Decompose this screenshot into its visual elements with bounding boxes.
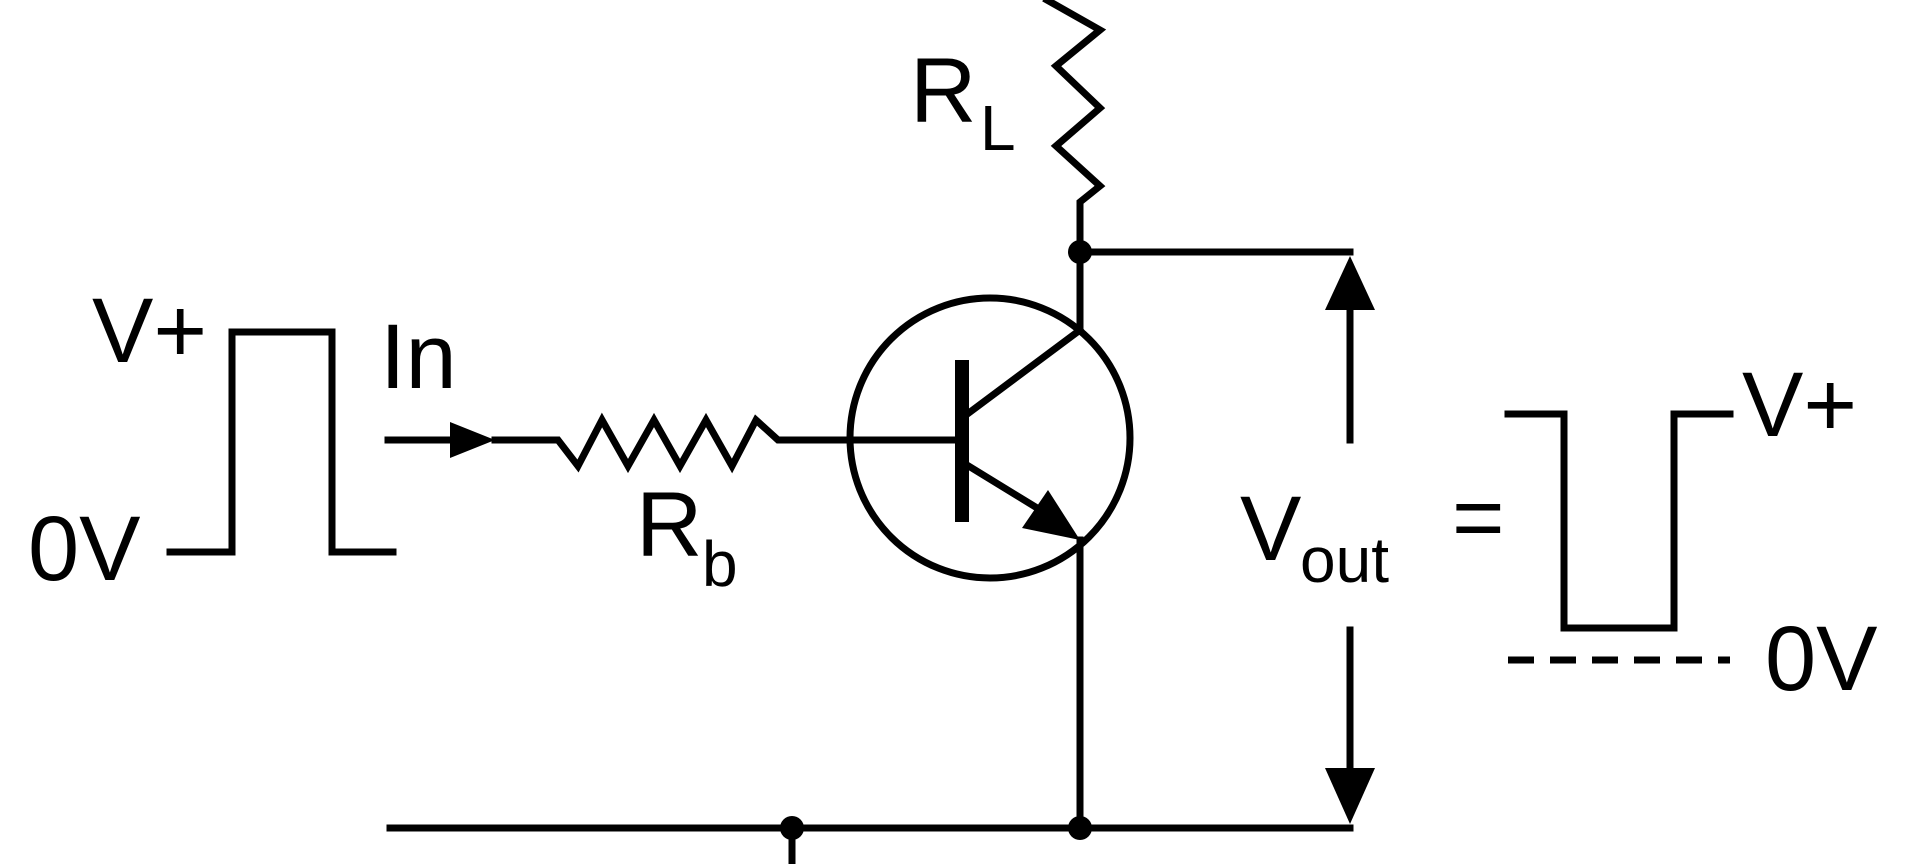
base-resistor-letter: R — [636, 474, 702, 576]
output-square-wave — [1504, 410, 1734, 664]
output-voltage-letter: V — [1240, 478, 1301, 580]
input-label: In — [380, 306, 457, 408]
input-low-label: 0V — [28, 498, 141, 600]
equals-sign: = — [1452, 468, 1505, 568]
input-high-label: V+ — [92, 280, 207, 382]
output-voltage-subscript: out — [1300, 524, 1389, 596]
load-resistor-letter: R — [910, 40, 976, 142]
output-arrow-down-head — [1325, 768, 1375, 824]
output-pulse-trace — [1504, 410, 1734, 632]
input-arrow — [384, 422, 495, 458]
base-resistor-zigzag — [491, 412, 869, 474]
output-arrow-up-head — [1325, 256, 1375, 310]
output-low-label: 0V — [1765, 608, 1878, 710]
ground-node-emitter — [1068, 816, 1092, 840]
output-high-label: V+ — [1742, 354, 1857, 456]
input-arrowhead — [450, 422, 495, 458]
output-voltage-arrows — [1325, 256, 1375, 824]
emitter-arrowhead — [1022, 490, 1080, 540]
input-square-wave — [166, 328, 397, 556]
load-resistor-zigzag — [1042, 0, 1107, 256]
load-resistor — [1042, 0, 1107, 256]
load-resistor-subscript: L — [980, 92, 1016, 164]
collector-lead — [957, 325, 1085, 423]
base-resistor — [491, 412, 869, 474]
base-resistor-subscript: b — [702, 528, 738, 600]
npn-transistor — [846, 294, 1134, 582]
transistor-envelope — [846, 294, 1134, 582]
input-pulse-trace — [166, 328, 397, 556]
